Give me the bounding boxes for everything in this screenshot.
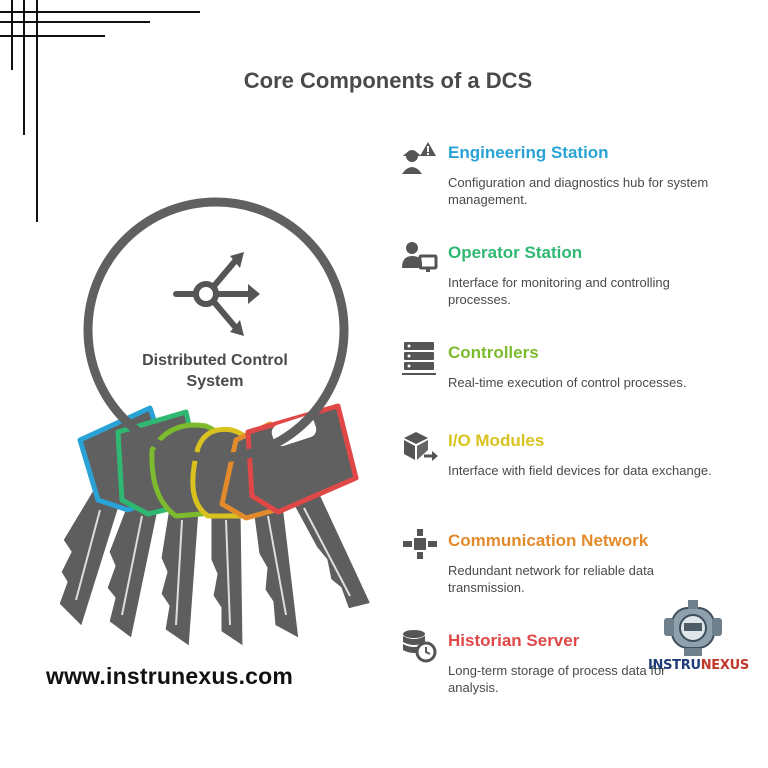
box-arrow-icon <box>404 432 438 461</box>
center-label: Distributed Control System <box>142 352 288 390</box>
component-description: Long-term storage of process data for an… <box>448 663 666 695</box>
component-title: I/O Modules <box>448 431 545 450</box>
component-description: Configuration and diagnostics hub for sy… <box>448 175 709 207</box>
component-title: Controllers <box>448 343 539 362</box>
component-description: Interface with field devices for data ex… <box>448 463 712 478</box>
component-title: Engineering Station <box>448 143 609 162</box>
pressure-transmitter-icon <box>664 600 722 656</box>
component-title: Communication Network <box>448 531 649 550</box>
website-url[interactable]: www.instrunexus.com <box>46 663 294 689</box>
key-blades <box>56 488 374 650</box>
component-description: Interface for monitoring and controlling… <box>448 275 670 307</box>
engineer-warning-icon <box>402 142 436 174</box>
share-network-icon <box>173 257 257 331</box>
network-hub-icon <box>403 529 437 559</box>
logo-text: INSTRUNEXUS <box>648 658 750 673</box>
page-title: Core Components of a DCS <box>243 68 533 93</box>
component-title: Operator Station <box>448 243 583 262</box>
server-rack-icon <box>402 342 436 375</box>
database-clock-icon <box>403 630 437 663</box>
component-title: Historian Server <box>448 631 580 650</box>
corner-decoration <box>0 0 200 222</box>
logo-text-part1: INSTRU <box>648 658 701 673</box>
logo-text-part2: NEXUS <box>700 658 750 673</box>
key-heads <box>77 403 359 521</box>
component-description: Real-time execution of control processes… <box>448 375 687 390</box>
keyring-illustration <box>56 197 374 650</box>
component-description: Redundant network for reliable data tran… <box>448 563 654 595</box>
instrunexus-logo: INSTRUNEXUS <box>648 596 750 686</box>
operator-monitor-icon <box>402 242 438 272</box>
